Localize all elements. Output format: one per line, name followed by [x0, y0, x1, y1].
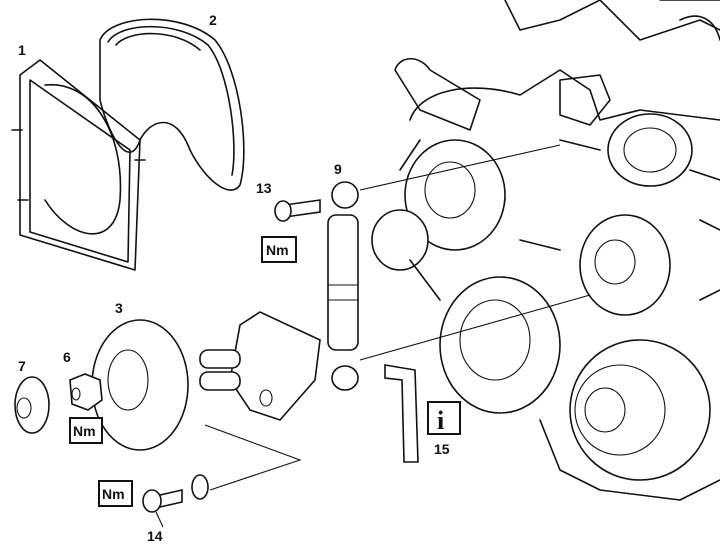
callout-7: 7: [18, 358, 26, 374]
svg-text:i: i: [437, 406, 444, 435]
svg-text:Nm: Nm: [102, 486, 125, 502]
hex-key-part-15: [384, 364, 419, 463]
bolt-part-14: [142, 474, 209, 513]
nut-part-6: [69, 373, 103, 411]
cap-part-7: [14, 376, 50, 434]
info-icon: i: [427, 401, 461, 435]
torque-symbol: Nm: [261, 236, 297, 263]
fan-shroud-part-1: [11, 59, 146, 271]
callout-15: 15: [434, 441, 450, 457]
callout-9: 9: [334, 161, 342, 177]
svg-text:Nm: Nm: [73, 423, 96, 439]
torque-symbol: Nm: [98, 480, 133, 507]
bolt-part-13: [274, 199, 321, 222]
callout-14: 14: [147, 528, 163, 544]
callout-2: 2: [209, 12, 217, 28]
torque-symbol: Nm: [69, 417, 103, 444]
damper-part-9: [327, 181, 359, 391]
svg-text:Nm: Nm: [266, 242, 289, 258]
callout-1: 1: [18, 42, 26, 58]
callout-6: 6: [63, 349, 71, 365]
callout-13: 13: [256, 180, 272, 196]
drive-belt-part-2: [99, 18, 245, 191]
engine-block: [371, 0, 720, 501]
pulley-part-3: [91, 319, 189, 451]
callout-3: 3: [115, 300, 123, 316]
tensioner-body: [199, 311, 321, 421]
